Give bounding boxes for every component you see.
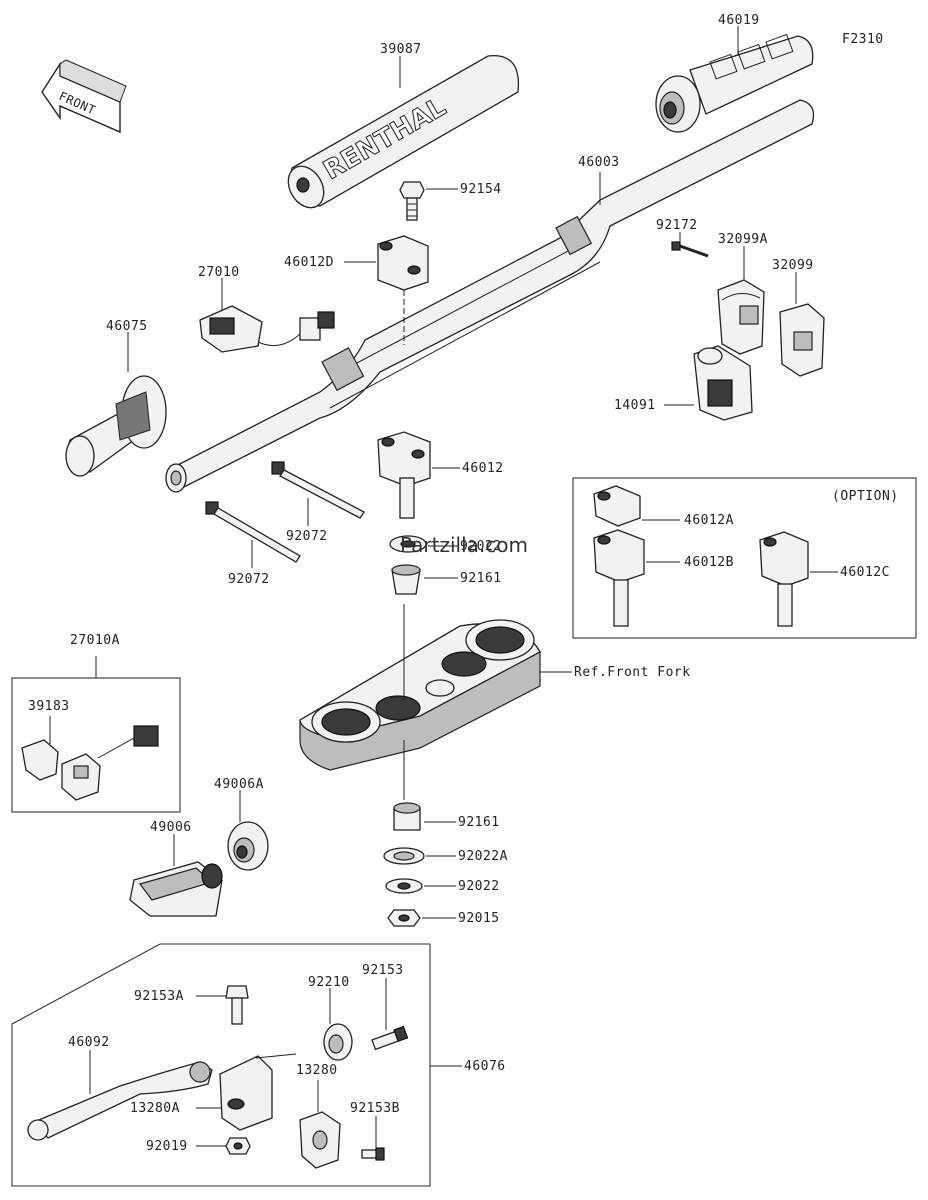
clamp-32099A[interactable] (717, 279, 765, 355)
washer-92022-bottom[interactable] (385, 878, 423, 894)
label-46012A: 46012A (684, 513, 734, 528)
adjuster-92153[interactable] (371, 1025, 409, 1051)
collar-92210[interactable] (323, 1023, 353, 1061)
nut-92015[interactable] (387, 909, 421, 927)
rubber-bushing-92161-bottom[interactable] (393, 802, 421, 831)
clamp-46012C[interactable] (759, 531, 809, 627)
ref-front-fork-label: Ref.Front Fork (574, 665, 691, 680)
label-32099A: 32099A (718, 232, 768, 247)
bolt-92154[interactable] (399, 181, 425, 221)
clamp-46012A[interactable] (593, 485, 641, 527)
bolt-92172[interactable] (671, 241, 709, 258)
clamp-13280[interactable] (299, 1111, 341, 1169)
label-92153A: 92153A (134, 989, 184, 1004)
handlebar-46003[interactable] (165, 99, 815, 493)
label-46012D: 46012D (284, 255, 334, 270)
lever-46092[interactable] (27, 1061, 213, 1141)
label-13280A: 13280A (130, 1101, 180, 1116)
clamp-32099[interactable] (779, 303, 825, 377)
label-32099: 32099 (772, 258, 814, 273)
label-92072-b: 92072 (228, 572, 270, 587)
label-92161-bottom: 92161 (458, 815, 500, 830)
lever-assembly-box (11, 943, 431, 1187)
bolt-92153B[interactable] (361, 1147, 385, 1161)
option-box (572, 477, 917, 639)
switch-assembly-27010A[interactable] (21, 725, 159, 801)
label-92161-top: 92161 (460, 571, 502, 586)
label-46012C: 46012C (840, 565, 890, 580)
left-grip-46075[interactable] (65, 375, 167, 477)
label-46012: 46012 (462, 461, 504, 476)
label-27010A: 27010A (70, 633, 120, 648)
diagram-code: F2310 (842, 32, 884, 47)
label-46092: 46092 (68, 1035, 110, 1050)
label-92154: 92154 (460, 182, 502, 197)
label-46012B: 46012B (684, 555, 734, 570)
washer-92022-top[interactable] (389, 535, 427, 553)
perch-13280A[interactable] (219, 1053, 297, 1131)
label-14091: 14091 (614, 398, 656, 413)
clamp-46012B[interactable] (593, 529, 645, 627)
label-46076: 46076 (464, 1059, 506, 1074)
label-46019: 46019 (718, 13, 760, 28)
label-92019: 92019 (146, 1139, 188, 1154)
front-arrow-icon: FRONT (41, 59, 127, 134)
label-49006A: 49006A (214, 777, 264, 792)
label-46075: 46075 (106, 319, 148, 334)
label-39087: 39087 (380, 42, 422, 57)
label-13280: 13280 (296, 1063, 338, 1078)
rubber-bushing-92161-top[interactable] (391, 564, 421, 595)
label-92172: 92172 (656, 218, 698, 233)
label-46003: 46003 (578, 155, 620, 170)
watermark: Partzilla.com (400, 533, 528, 557)
washer-92022A[interactable] (383, 847, 425, 865)
clamp-49006A[interactable] (227, 821, 269, 871)
switch-housing-14091[interactable] (693, 345, 753, 421)
switch-27010[interactable] (199, 305, 335, 353)
label-92022A: 92022A (458, 849, 508, 864)
guard-49006[interactable] (129, 861, 223, 917)
label-92153: 92153 (362, 963, 404, 978)
label-92072-a: 92072 (286, 529, 328, 544)
bolt-92153A[interactable] (225, 985, 249, 1025)
label-92210: 92210 (308, 975, 350, 990)
option-label: (OPTION) (832, 489, 899, 504)
label-49006: 49006 (150, 820, 192, 835)
triple-clamp (299, 619, 541, 771)
label-92022-top: 92022 (460, 539, 502, 554)
cable-tie-92072-b[interactable] (205, 501, 301, 563)
label-92022-bottom: 92022 (458, 879, 500, 894)
upper-clamp-46012D[interactable] (377, 235, 429, 291)
throttle-grip-46019[interactable] (655, 33, 814, 133)
label-27010: 27010 (198, 265, 240, 280)
label-39183: 39183 (28, 699, 70, 714)
cable-tie-92072-a[interactable] (271, 461, 365, 519)
label-92153B: 92153B (350, 1101, 400, 1116)
nut-92019[interactable] (225, 1137, 251, 1155)
lower-clamp-46012[interactable] (377, 431, 431, 519)
label-92015: 92015 (458, 911, 500, 926)
